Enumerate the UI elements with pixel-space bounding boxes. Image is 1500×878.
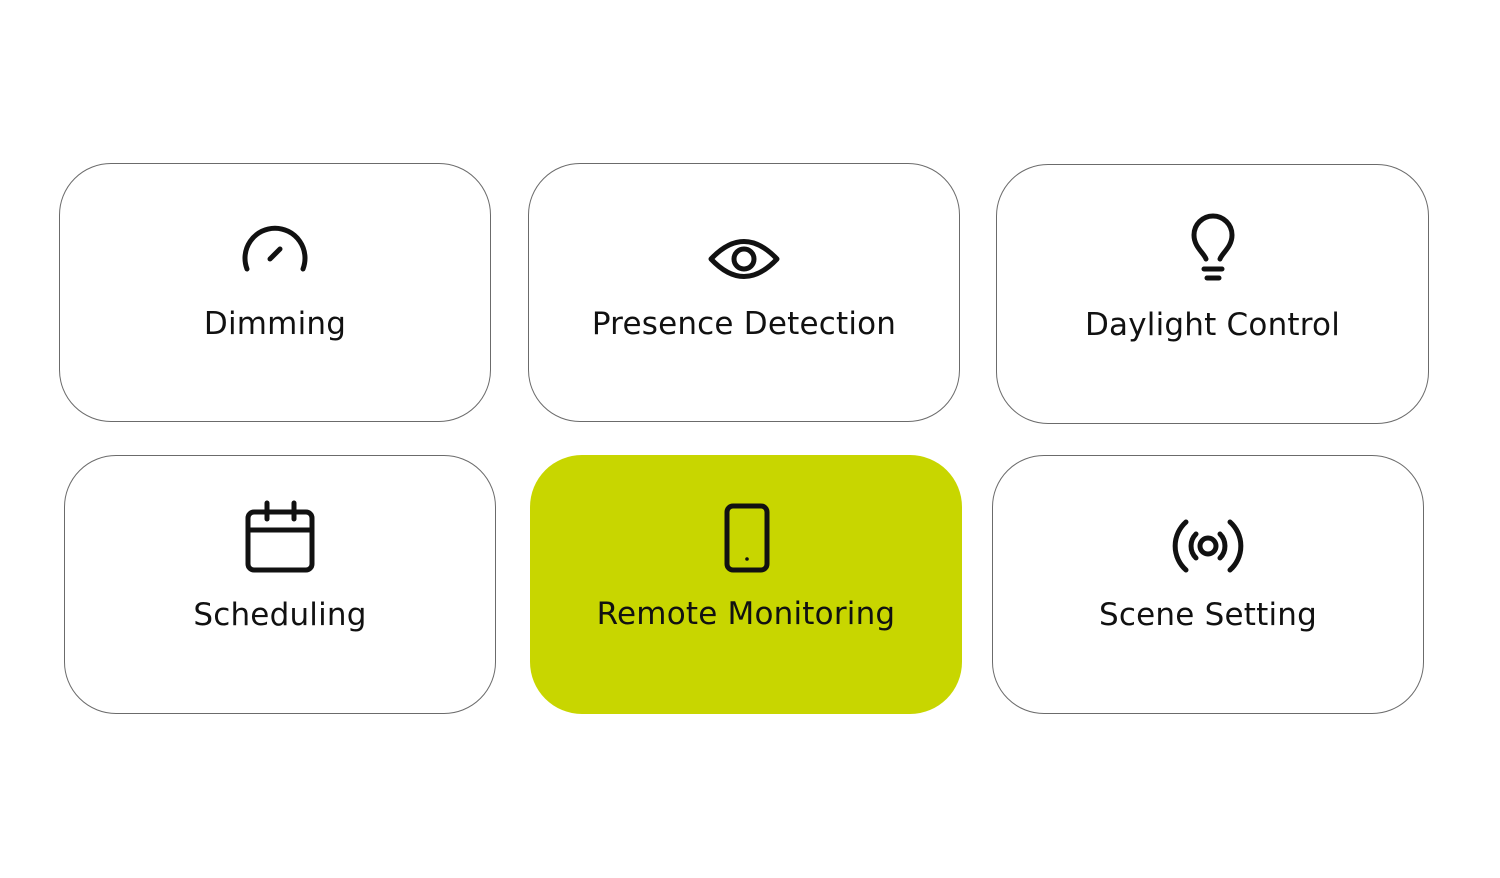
feature-card-dimming[interactable]: Dimming: [59, 163, 491, 422]
feature-card-remote-monitoring[interactable]: Remote Monitoring: [530, 455, 962, 714]
feature-card-presence-detection[interactable]: Presence Detection: [528, 163, 960, 422]
feature-card-scheduling[interactable]: Scheduling: [64, 455, 496, 714]
broadcast-icon: [1163, 500, 1253, 590]
feature-label: Presence Detection: [591, 306, 897, 342]
calendar-icon: [235, 492, 325, 582]
feature-card-daylight-control[interactable]: Daylight Control: [996, 164, 1429, 424]
eye-icon: [699, 204, 789, 294]
feature-label: Daylight Control: [1084, 307, 1341, 343]
feature-label: Scheduling: [193, 597, 367, 633]
feature-card-scene-setting[interactable]: Scene Setting: [992, 455, 1424, 714]
feature-label: Remote Monitoring: [596, 596, 896, 632]
feature-label: Dimming: [203, 306, 347, 342]
smartphone-icon: [701, 492, 791, 582]
feature-label: Scene Setting: [1099, 597, 1317, 633]
lightbulb-icon: [1168, 199, 1258, 289]
speedometer-icon: [230, 206, 320, 296]
